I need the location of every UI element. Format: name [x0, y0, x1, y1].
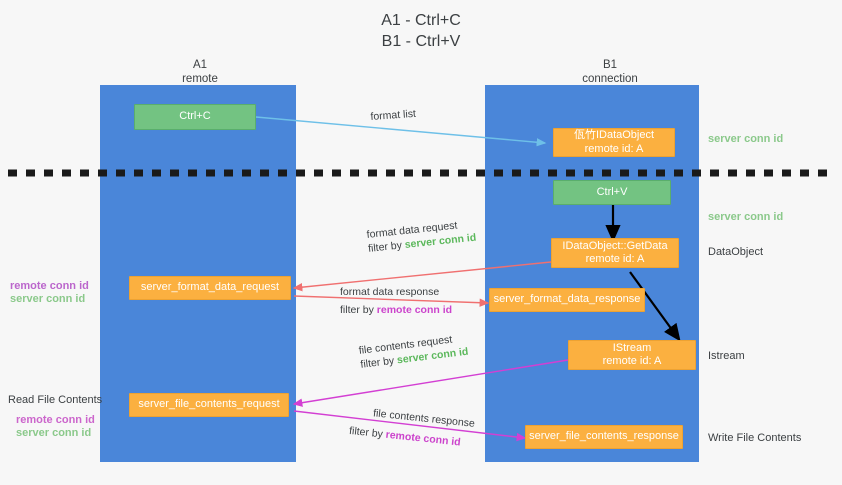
label-server-conn-id-top: server conn id — [708, 133, 784, 145]
filter-prefix-2: filter by — [340, 304, 377, 316]
box-getdata-line2: remote id: A — [585, 253, 645, 265]
column-header-a1-sub: remote — [182, 73, 218, 85]
edge-label-format-data-response: format data response filter by remote co… — [340, 285, 452, 317]
page-title: A1 - Ctrl+C B1 - Ctrl+V — [0, 10, 842, 52]
filter-key-remote-1: remote conn id — [376, 304, 453, 316]
arrow-format-data-response — [293, 295, 490, 307]
column-header-b1-sub: connection — [582, 73, 638, 85]
label-dataobject: DataObject — [708, 246, 764, 258]
column-header-b1-name: B1 — [602, 59, 618, 71]
column-header-b1: B1 connection — [530, 58, 690, 86]
label-remote-conn-id-bottom: remote conn id — [16, 414, 95, 426]
box-ctrl-v[interactable]: Ctrl+V — [553, 180, 671, 205]
edge-label-format-data-response-line2: filter by remote conn id — [340, 303, 452, 317]
label-remote-conn-id-mid: remote conn id — [10, 280, 89, 292]
box-server-format-data-request[interactable]: server_format_data_request — [129, 276, 291, 300]
box-ctrl-c-label: Ctrl+C — [179, 110, 211, 123]
box-server-format-data-response-label: server_format_data_response — [493, 293, 641, 306]
box-istream-line2: remote id: A — [602, 355, 662, 367]
box-getdata-line1: IDataObject::GetData — [562, 239, 668, 252]
box-server-file-contents-request[interactable]: server_file_contents_request — [129, 393, 289, 417]
title-line-1: A1 - Ctrl+C — [381, 12, 461, 29]
label-server-conn-id-second: server conn id — [708, 211, 784, 223]
box-idataobject-getdata[interactable]: IDataObject::GetData remote id: A — [551, 238, 679, 268]
box-istream-line1: IStream — [612, 341, 652, 354]
arrow-getdata-to-istream — [629, 271, 681, 342]
arrow-file-contents-response — [293, 410, 527, 442]
column-header-a1: A1 remote — [120, 58, 280, 86]
edge-label-format-data-response-line1: format data response — [340, 286, 440, 298]
box-server-file-contents-response-label: server_file_contents_response — [529, 430, 679, 443]
box-idataobject-top-line1: 佤竹IDataObject — [573, 129, 655, 141]
box-server-format-data-request-label: server_format_data_request — [140, 281, 280, 294]
filter-prefix-1: filter by — [367, 239, 406, 255]
title-line-2: B1 - Ctrl+V — [381, 33, 461, 50]
box-istream[interactable]: IStream remote id: A — [568, 340, 696, 370]
arrow-format-list — [255, 116, 547, 147]
box-server-file-contents-request-label: server_file_contents_request — [138, 398, 280, 411]
box-idataobject-top[interactable]: 佤竹IDataObject remote id: A — [553, 128, 675, 157]
edge-label-format-list-text: format list — [370, 107, 417, 123]
box-server-format-data-response[interactable]: server_format_data_response — [489, 288, 645, 312]
label-write-file-contents: Write File Contents — [708, 432, 802, 444]
label-read-file-contents: Read File Contents — [8, 394, 103, 406]
arrow-format-data-request — [292, 261, 552, 292]
arrow-file-contents-request — [292, 359, 569, 407]
box-idataobject-top-line2: remote id: A — [584, 142, 644, 155]
label-istream: Istream — [708, 350, 745, 362]
column-header-a1-name: A1 — [192, 59, 208, 71]
box-server-file-contents-response[interactable]: server_file_contents_response — [525, 425, 683, 449]
label-server-conn-id-bottom: server conn id — [16, 427, 92, 439]
box-ctrl-c[interactable]: Ctrl+C — [134, 104, 256, 130]
filter-prefix-4: filter by — [348, 424, 387, 441]
label-server-conn-id-mid: server conn id — [10, 293, 86, 305]
box-ctrl-v-label: Ctrl+V — [596, 185, 628, 198]
